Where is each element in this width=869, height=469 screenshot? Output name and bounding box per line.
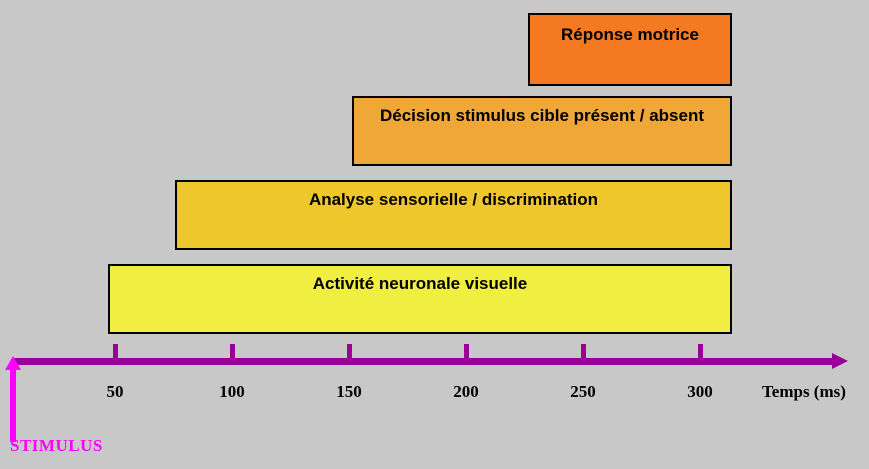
- time-axis: 50 100 150 200 250 300 Temps (ms): [0, 340, 869, 401]
- axis-tick-label-100: 100: [219, 382, 245, 401]
- axis-tick-100: [230, 344, 235, 359]
- stage-label-decision: Décision stimulus cible présent / absent: [379, 106, 705, 125]
- stage-box-reponse-motrice[interactable]: Réponse motrice: [528, 13, 732, 86]
- stage-box-decision[interactable]: Décision stimulus cible présent / absent: [352, 96, 732, 166]
- stimulus-arrow-icon: [5, 356, 21, 370]
- axis-tick-200: [464, 344, 469, 359]
- axis-tick-label-300: 300: [687, 382, 713, 401]
- axis-tick-label-150: 150: [336, 382, 362, 401]
- axis-tick-label-50: 50: [106, 382, 124, 401]
- stimulus-label: STIMULUS: [10, 436, 103, 455]
- axis-tick-150: [347, 344, 352, 359]
- axis-line: [12, 358, 836, 365]
- axis-tick-label-200: 200: [453, 382, 479, 401]
- stage-label-activite-neuronale: Activité neuronale visuelle: [312, 274, 528, 293]
- stimulus-arrow-shaft: [10, 368, 16, 442]
- axis-unit-label: Temps (ms): [762, 382, 846, 401]
- axis-tick-50: [113, 344, 118, 359]
- stage-label-analyse-sensorielle: Analyse sensorielle / discrimination: [308, 190, 599, 209]
- stage-label-reponse-motrice: Réponse motrice: [561, 25, 699, 44]
- axis-arrowhead-icon: [832, 353, 848, 369]
- stimulus-marker: STIMULUS: [0, 352, 210, 462]
- axis-tick-300: [698, 344, 703, 359]
- axis-tick-label-250: 250: [570, 382, 596, 401]
- stage-box-analyse-sensorielle[interactable]: Analyse sensorielle / discrimination: [175, 180, 732, 250]
- axis-tick-250: [581, 344, 586, 359]
- stage-box-activite-neuronale[interactable]: Activité neuronale visuelle: [108, 264, 732, 334]
